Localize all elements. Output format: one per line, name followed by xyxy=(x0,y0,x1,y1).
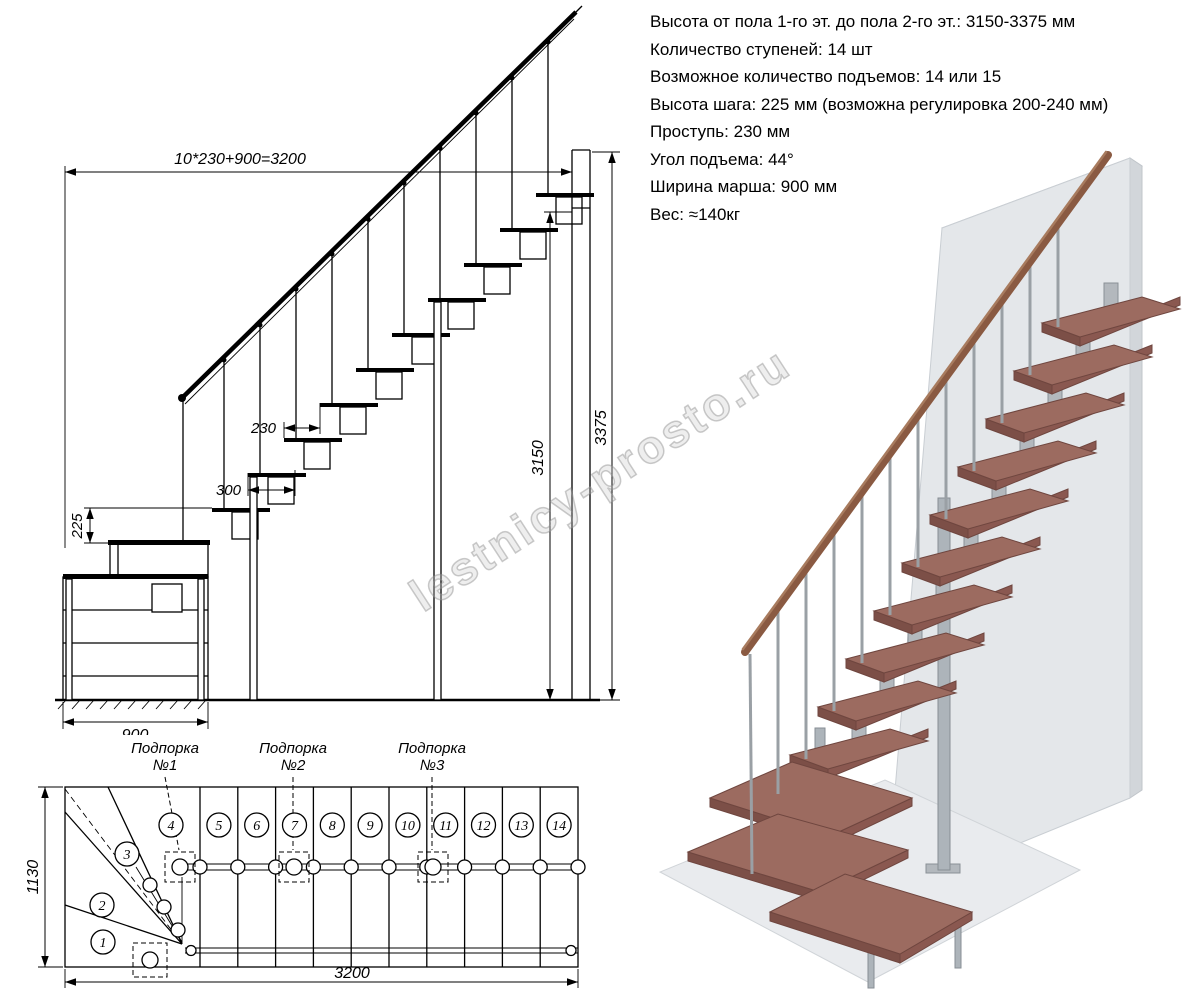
step-number: 6 xyxy=(253,819,260,834)
dim-total-run: 10*230+900=3200 xyxy=(64,151,572,548)
dim-module-length: 300 xyxy=(216,470,296,499)
plan-step-dividers xyxy=(199,787,541,967)
spec-line-rise-count: Возможное количество подъемов: 14 или 15 xyxy=(650,67,1002,86)
support-3-label: Подпорка xyxy=(398,740,466,757)
dim-platform-width-label: 900 xyxy=(122,727,149,735)
support-2-label: Подпорка xyxy=(259,740,327,757)
dim-platform-width: 900 xyxy=(62,702,209,735)
handrail-elevation xyxy=(178,5,583,543)
step-number: 10 xyxy=(401,819,415,834)
step-number: 1 xyxy=(100,936,107,951)
step-number: 3 xyxy=(123,848,131,863)
winder-treads-3d xyxy=(686,761,974,964)
plan-step-numbers: 1 2 3 4 5 6 7 8 9 10 11 12 13 14 xyxy=(89,812,572,955)
dim-plan-length: 3200 xyxy=(64,965,579,988)
elevation-drawing: 10*230+900=3200 3375 3150 230 300 xyxy=(55,5,620,735)
step-number: 5 xyxy=(215,819,222,834)
support-1-label: Подпорка xyxy=(131,740,199,757)
step-number: 7 xyxy=(291,819,299,834)
plan-support-labels: Подпорка №1 Подпорка №2 Подпорка №3 xyxy=(131,740,466,774)
handrail-3d xyxy=(741,150,1112,656)
spec-text-block: Высота от пола 1-го эт. до пола 2-го эт.… xyxy=(650,8,1188,228)
support-posts-elevation xyxy=(249,301,442,701)
wall-3d xyxy=(885,157,1144,899)
upper-floor-edge xyxy=(571,149,591,700)
plan-module-chain xyxy=(135,859,586,943)
plan-drawing: Подпорка №1 Подпорка №2 Подпорка №3 1 2 … xyxy=(25,740,586,988)
dim-plan-depth-label: 1130 xyxy=(25,860,42,895)
step-treads xyxy=(212,193,594,512)
dim-module-label: 300 xyxy=(216,482,242,499)
support-3-number: №3 xyxy=(420,757,445,774)
spec-line-step-height: Высота шага: 225 мм (возможна регулировк… xyxy=(650,94,1109,114)
step-number: 13 xyxy=(514,819,528,834)
dim-total-height: 3375 xyxy=(592,151,620,701)
dim-total-run-label: 10*230+900=3200 xyxy=(174,151,306,168)
support-2-number: №2 xyxy=(281,757,306,774)
ground-line xyxy=(55,698,600,710)
plan-handrail xyxy=(185,944,578,957)
dim-floor-height: 3150 xyxy=(530,211,572,700)
dim-plan-depth: 1130 xyxy=(25,786,63,968)
plan-supports xyxy=(132,776,449,978)
spec-line-tread-depth: Проступь: 230 мм xyxy=(650,122,791,141)
dim-total-height-label: 3375 xyxy=(593,410,610,446)
step-number: 4 xyxy=(168,819,175,834)
spec-line-weight: Вес: ≈140кг xyxy=(650,204,741,224)
dim-tread-label: 230 xyxy=(250,420,277,437)
treads-3d xyxy=(788,296,1182,779)
step-number: 9 xyxy=(367,819,374,834)
entry-platform xyxy=(62,540,210,701)
step-number: 14 xyxy=(552,819,566,834)
spec-line-step-count: Количество ступеней: 14 шт xyxy=(650,39,873,59)
dim-floor-height-label: 3150 xyxy=(530,440,547,476)
stair-3d-render xyxy=(658,150,1182,989)
dim-rise-label: 225 xyxy=(69,513,86,540)
balusters-3d xyxy=(748,218,1060,875)
spec-line-angle: Угол подъема: 44° xyxy=(650,149,794,169)
step-number: 2 xyxy=(99,899,106,914)
step-number: 12 xyxy=(477,819,491,834)
step-number: 8 xyxy=(329,819,336,834)
step-number: 11 xyxy=(439,819,452,834)
spec-line-march-width: Ширина марша: 900 мм xyxy=(650,177,838,196)
dim-tread-run: 230 xyxy=(250,403,321,438)
dim-plan-length-label: 3200 xyxy=(334,965,370,982)
baluster-joints xyxy=(221,39,551,363)
spec-line-height-range: Высота от пола 1-го эт. до пола 2-го эт.… xyxy=(650,12,1076,31)
support-1-number: №1 xyxy=(153,757,178,774)
plan-outline xyxy=(64,786,579,968)
dim-rise: 225 xyxy=(69,507,212,544)
